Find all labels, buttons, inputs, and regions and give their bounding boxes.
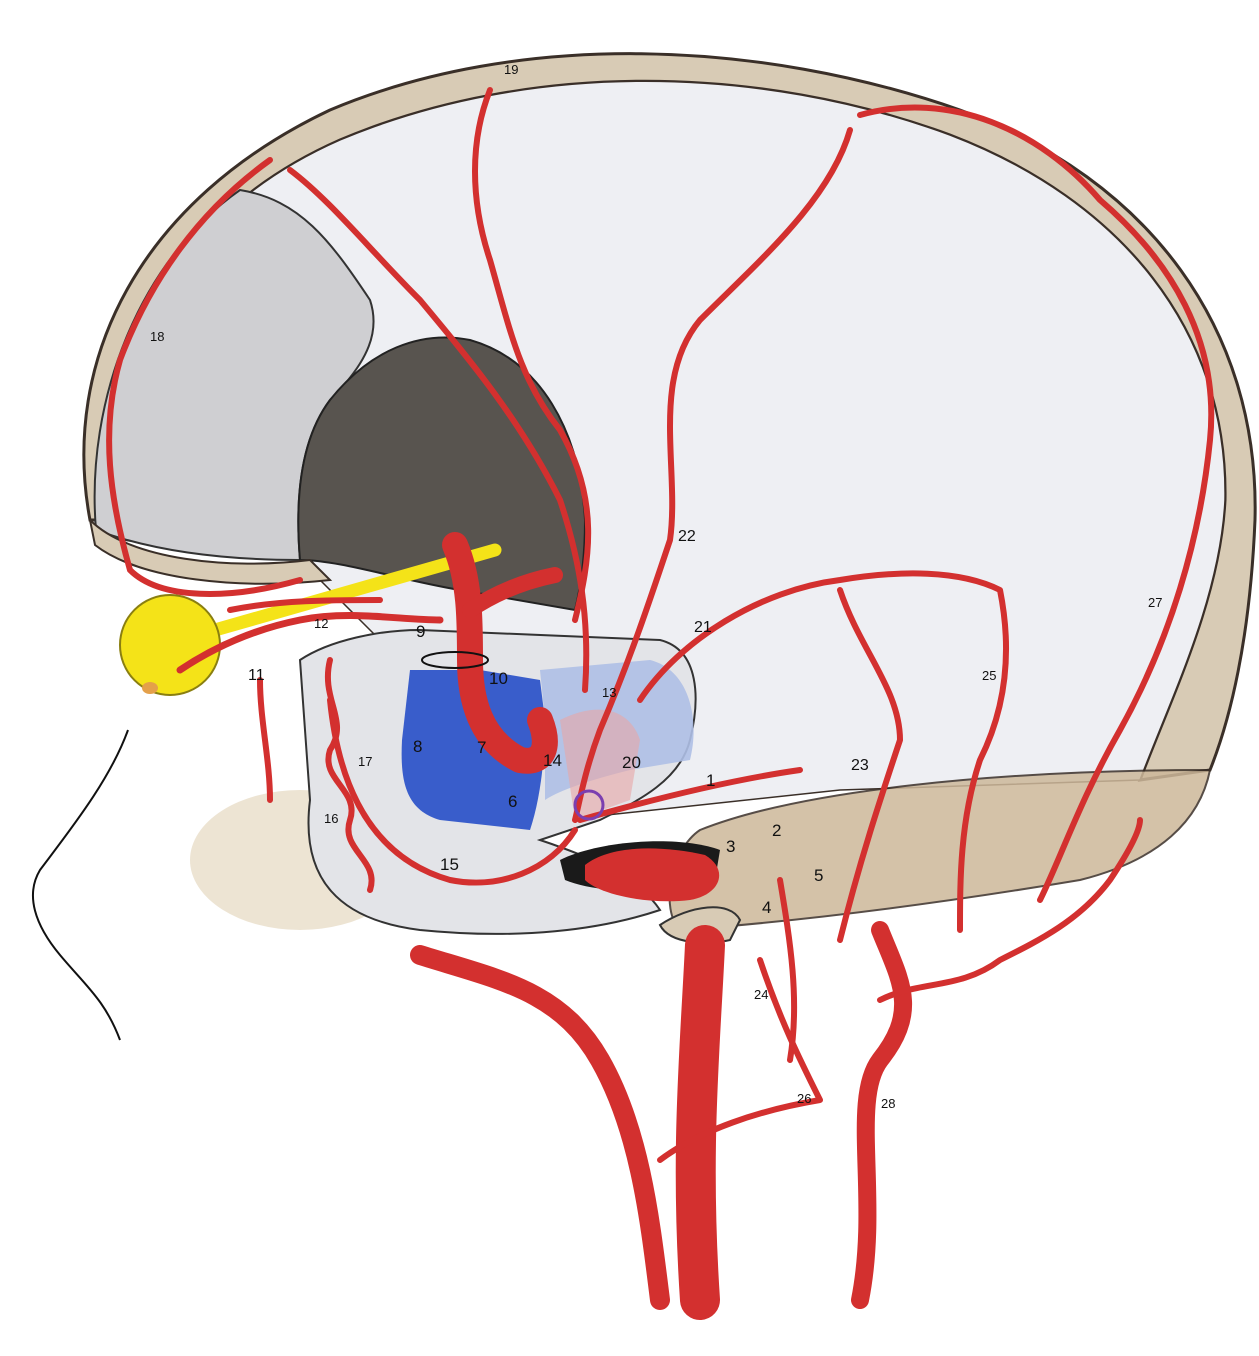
label-17: 17 (358, 754, 372, 769)
label-27: 27 (1148, 595, 1162, 610)
face-profile (33, 730, 128, 1040)
label-4: 4 (762, 898, 771, 917)
label-9: 9 (416, 622, 425, 641)
label-16: 16 (324, 811, 338, 826)
label-26: 26 (797, 1091, 811, 1106)
label-21: 21 (694, 619, 712, 636)
label-19: 19 (504, 62, 518, 77)
label-18: 18 (150, 329, 164, 344)
label-5: 5 (814, 866, 823, 885)
label-2: 2 (772, 821, 781, 840)
label-3: 3 (726, 837, 735, 856)
label-10: 10 (489, 669, 508, 688)
label-13: 13 (602, 685, 616, 700)
artery-28 (860, 930, 903, 1300)
label-8: 8 (413, 737, 422, 756)
label-28: 28 (881, 1096, 895, 1111)
label-15: 15 (440, 855, 459, 874)
label-12: 12 (314, 616, 328, 631)
branch-11 (260, 680, 270, 800)
eye-lens (142, 682, 158, 694)
label-6: 6 (508, 792, 517, 811)
label-20: 20 (622, 753, 641, 772)
label-22: 22 (678, 528, 696, 545)
eye-globe (120, 595, 220, 695)
label-24: 24 (754, 987, 768, 1002)
label-23: 23 (851, 757, 869, 774)
label-14: 14 (543, 751, 562, 770)
external-carotid (420, 955, 660, 1300)
label-1: 1 (706, 771, 715, 790)
label-7: 7 (477, 738, 486, 757)
label-11: 11 (248, 667, 265, 684)
label-25: 25 (982, 668, 996, 683)
internal-carotid-neck (696, 945, 705, 1300)
